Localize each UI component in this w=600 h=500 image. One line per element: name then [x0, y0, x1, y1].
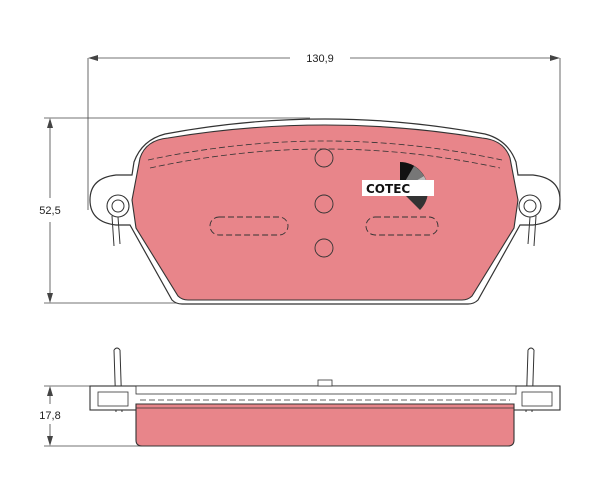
left-slot	[209, 216, 289, 236]
left-ear	[106, 194, 130, 247]
backing-plate-inner	[135, 385, 517, 395]
thickness-dimension	[44, 385, 140, 447]
width-label: 130,9	[306, 53, 334, 65]
right-slot	[365, 216, 439, 236]
thickness-label: 17,8	[39, 410, 60, 422]
bottom-pin	[314, 238, 334, 258]
top-pin	[314, 148, 334, 168]
height-label: 52,5	[39, 205, 60, 217]
middle-pin	[314, 194, 334, 214]
side-view: 17,8	[39, 347, 561, 447]
left-ear-side	[97, 391, 129, 407]
width-dimension	[87, 55, 561, 210]
top-view: 130,9 52,5	[39, 53, 561, 305]
right-ear-side	[521, 391, 553, 407]
right-ear	[518, 194, 542, 247]
friction-pad-side	[135, 403, 515, 447]
center-nub	[317, 379, 333, 387]
logo-text: COTEC	[366, 182, 410, 196]
height-dimension	[44, 117, 310, 304]
cotec-logo: COTEC	[362, 162, 434, 210]
pad-contour-dashed	[147, 140, 503, 161]
